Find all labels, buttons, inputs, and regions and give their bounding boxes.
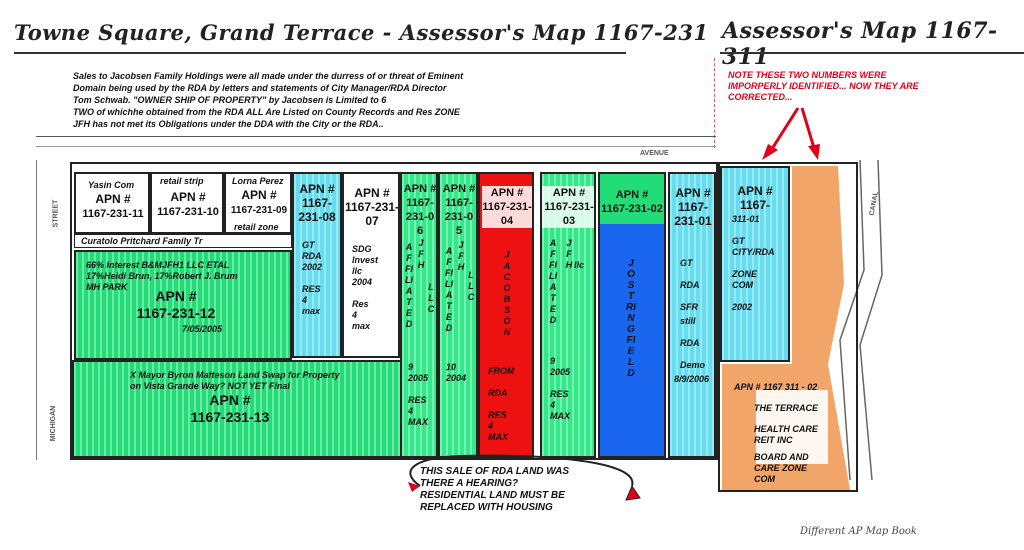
parcel-date: 7/05/2005: [182, 324, 223, 334]
parcel-jostringfield: JOSTRINGFIELD: [626, 258, 636, 379]
parcel-jfh: JFH: [565, 238, 573, 270]
parcel-llc: LLC: [427, 282, 435, 314]
parcel-1167-231-02[interactable]: APN #1167-231-02 JOSTRINGFIELD: [598, 172, 666, 458]
parcel-affiliated: AFFILIATED: [405, 242, 413, 329]
parcel-1167-231-13[interactable]: X Mayor Byron Matteson Land Swap for Pro…: [72, 360, 412, 458]
parcel-llc: LLC: [467, 270, 475, 302]
parcel-owner-1: 66% Interest B&MJFH1 LLC ETAL: [86, 260, 230, 270]
parcel-1167-231-10[interactable]: retail strip APN #1167-231-10: [150, 172, 224, 234]
parcel-affiliated: AFFILIATED: [549, 238, 557, 325]
parcel-1167-231-11[interactable]: Yasin Com APN #1167-231-11: [74, 172, 150, 234]
parcel-jfh: JFH: [417, 238, 425, 270]
parcel-note: Yasin Com: [88, 180, 135, 190]
parcel-1167-311-02-details: APN # 1167 311 - 02 THE TERRACE HEALTH C…: [734, 382, 819, 484]
parcel-apn: APN #1167-231-09: [230, 188, 288, 216]
footer-note: Different AP Map Book: [800, 526, 917, 537]
parcel-apn: APN #1167-231-01: [674, 186, 712, 228]
parcel-apn: APN #1167-231-10: [157, 190, 219, 218]
road-label-left-lower: MICHIGAN: [50, 405, 58, 442]
bottom-arrow: [408, 454, 641, 501]
road-top-line-2: [36, 146, 716, 147]
parcel-apn: APN #1167-231-11: [82, 192, 144, 220]
ownership-note: Sales to Jacobsen Family Holdings were a…: [73, 71, 464, 129]
parcel-apn: APN #1167-231-04: [482, 186, 532, 228]
right-title: Assessor's Map 1167-311: [722, 18, 998, 70]
road-label-top: AVENUE: [640, 150, 669, 157]
parcel-1167-231-09[interactable]: Lorna Perez APN #1167-231-09 retail zone: [224, 172, 292, 234]
parcel-affiliated: AFFILIATED: [445, 246, 453, 333]
parcel-apn: APN #1167-231-05: [442, 183, 476, 237]
parcel-apn: APN #1167-231-08: [298, 182, 336, 224]
parcel-note: retail strip: [160, 176, 204, 186]
parcel-owner-3: MH PARK: [86, 282, 128, 292]
road-top-line: [36, 136, 716, 137]
canal-lines: [839, 160, 883, 481]
parcel-owner-2: 17%Heidi Brun, 17%Robert J. Brum: [86, 271, 238, 281]
parcel-apn: APN #1167-231-02: [601, 189, 663, 215]
red-arrows: [762, 107, 820, 160]
main-title: Towne Square, Grand Terrace - Assessor's…: [14, 20, 709, 45]
right-title-underline: [720, 52, 1024, 54]
parcel-green-top: [600, 174, 664, 224]
road-left-line: [36, 160, 37, 460]
parcel-jacobson: JACOBSON: [503, 250, 511, 337]
parcel-note: Curatolo Pritchard Family Tr: [81, 236, 203, 246]
parcel-apn: APN #1167-231-13: [190, 392, 270, 425]
parcel-note-1: X Mayor Byron Matteson Land Swap for Pro…: [130, 370, 340, 380]
parcel-1167-311-02-shape[interactable]: [720, 164, 860, 492]
parcel-1167-231-12[interactable]: 66% Interest B&MJFH1 LLC ETAL 17%Heidi B…: [74, 250, 292, 360]
right-map-bracket: [714, 58, 717, 148]
parcel-note-2: on Vista Grande Way? NOT YET Final: [130, 381, 290, 391]
parcel-owner: Lorna Perez: [232, 176, 284, 186]
parcel-curatolo[interactable]: Curatolo Pritchard Family Tr: [74, 234, 292, 248]
parcel-apn: APN #1167-231-07: [344, 186, 400, 228]
right-map-frame: [718, 162, 858, 492]
parcel-zone: retail zone: [234, 222, 279, 232]
title-underline: [14, 52, 626, 54]
parcel-jfh: JFH: [457, 240, 465, 272]
parcel-apn: APN #1167-231-06: [403, 183, 437, 237]
parcel-apn: APN #1167-231-12: [136, 288, 216, 321]
parcel-apn: APN #1167-: [737, 184, 773, 212]
road-label-left: STREET: [52, 199, 60, 228]
parcel-apn: APN #1167-231-03: [542, 186, 594, 228]
correction-note: NOTE THESE TWO NUMBERS WERE IMPORPERLY I…: [728, 70, 919, 102]
map-frame: [70, 162, 718, 460]
parcel-llc: llc: [574, 260, 585, 270]
rda-sale-note: THIS SALE OF RDA LAND WAS THERE A HEARIN…: [420, 466, 570, 513]
